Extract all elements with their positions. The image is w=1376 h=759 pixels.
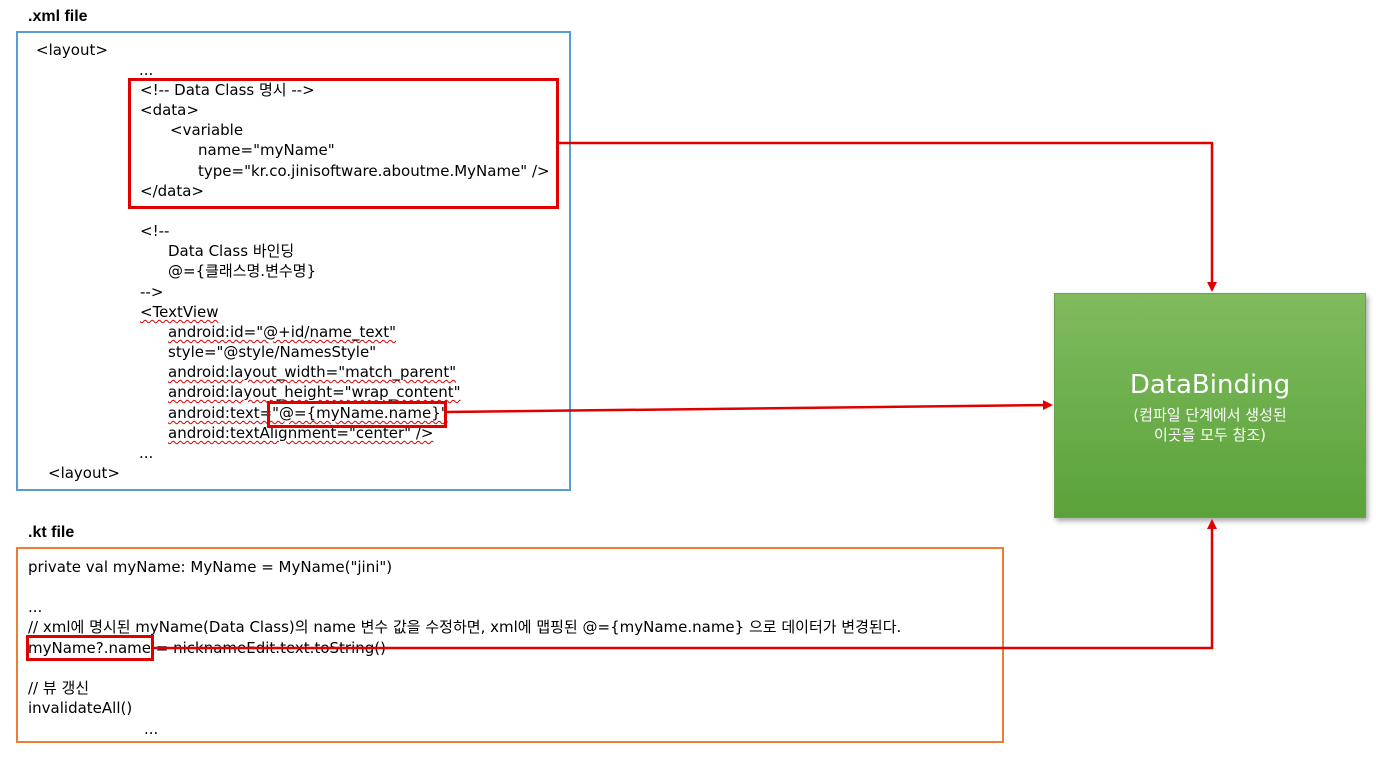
- xml-line: name="myName": [198, 141, 335, 159]
- arrow-kt-to-databinding: [154, 519, 1217, 650]
- arrow-data-to-databinding: [559, 141, 1217, 292]
- data-block-highlight: [128, 78, 559, 209]
- kt-line: ...: [144, 720, 159, 738]
- kt-line: // xml에 명시된 myName(Data Class)의 name 변수 …: [28, 618, 902, 636]
- xml-line: android:layout_width="match_parent": [168, 363, 457, 381]
- xml-line: <!-- Data Class 명시 -->: [140, 81, 315, 99]
- xml-line: <variable: [170, 121, 244, 139]
- xml-line: Data Class 바인딩: [168, 242, 295, 260]
- xml-line: android:layout_height="wrap_content": [168, 383, 461, 401]
- kt-section-title: .kt file: [28, 524, 75, 541]
- xml-section-title: .xml file: [28, 8, 88, 25]
- xml-code-box: [16, 31, 571, 491]
- xml-line: android:id="@+id/name_text": [168, 323, 396, 341]
- xml-line: <layout>: [48, 464, 120, 482]
- xml-line: <TextView: [140, 303, 219, 321]
- arrow-text-to-databinding: [446, 400, 1053, 414]
- kt-code-box: [16, 547, 1004, 743]
- kt-name-highlight: [26, 635, 154, 661]
- xml-line: style="@style/NamesStyle": [168, 343, 377, 361]
- databinding-subtitle-line2: 이곳을 모두 참조): [1154, 426, 1266, 444]
- xml-line: <data>: [140, 101, 199, 119]
- xml-line: type="kr.co.jinisoftware.aboutme.MyName"…: [198, 162, 550, 180]
- kt-line: private val myName: MyName = MyName("jin…: [28, 558, 393, 576]
- databinding-title: DataBinding: [1129, 370, 1291, 400]
- databinding-box: DataBinding (컴파일 단계에서 생성된 이곳을 모두 참조): [1054, 293, 1366, 518]
- xml-line: android:textAlignment="center" />: [168, 424, 434, 442]
- xml-line: <!--: [140, 222, 170, 240]
- databinding-subtitle-line1: (컴파일 단계에서 생성된: [1133, 406, 1287, 424]
- xml-line: </data>: [140, 182, 204, 200]
- xml-line: -->: [140, 283, 164, 301]
- kt-line: invalidateAll(): [28, 699, 133, 717]
- xml-line: ...: [139, 444, 154, 462]
- kt-line: ...: [28, 598, 43, 616]
- xml-line: @={클래스명.변수명}: [168, 262, 317, 280]
- text-binding-highlight: [267, 401, 447, 428]
- kt-line: // 뷰 갱신: [28, 679, 90, 697]
- databinding-subtitle: (컴파일 단계에서 생성된 이곳을 모두 참조): [1055, 405, 1365, 445]
- xml-line: <layout>: [36, 41, 108, 59]
- xml-line: ...: [139, 61, 154, 79]
- xml-line: android:text="@={myName.name}": [168, 404, 448, 422]
